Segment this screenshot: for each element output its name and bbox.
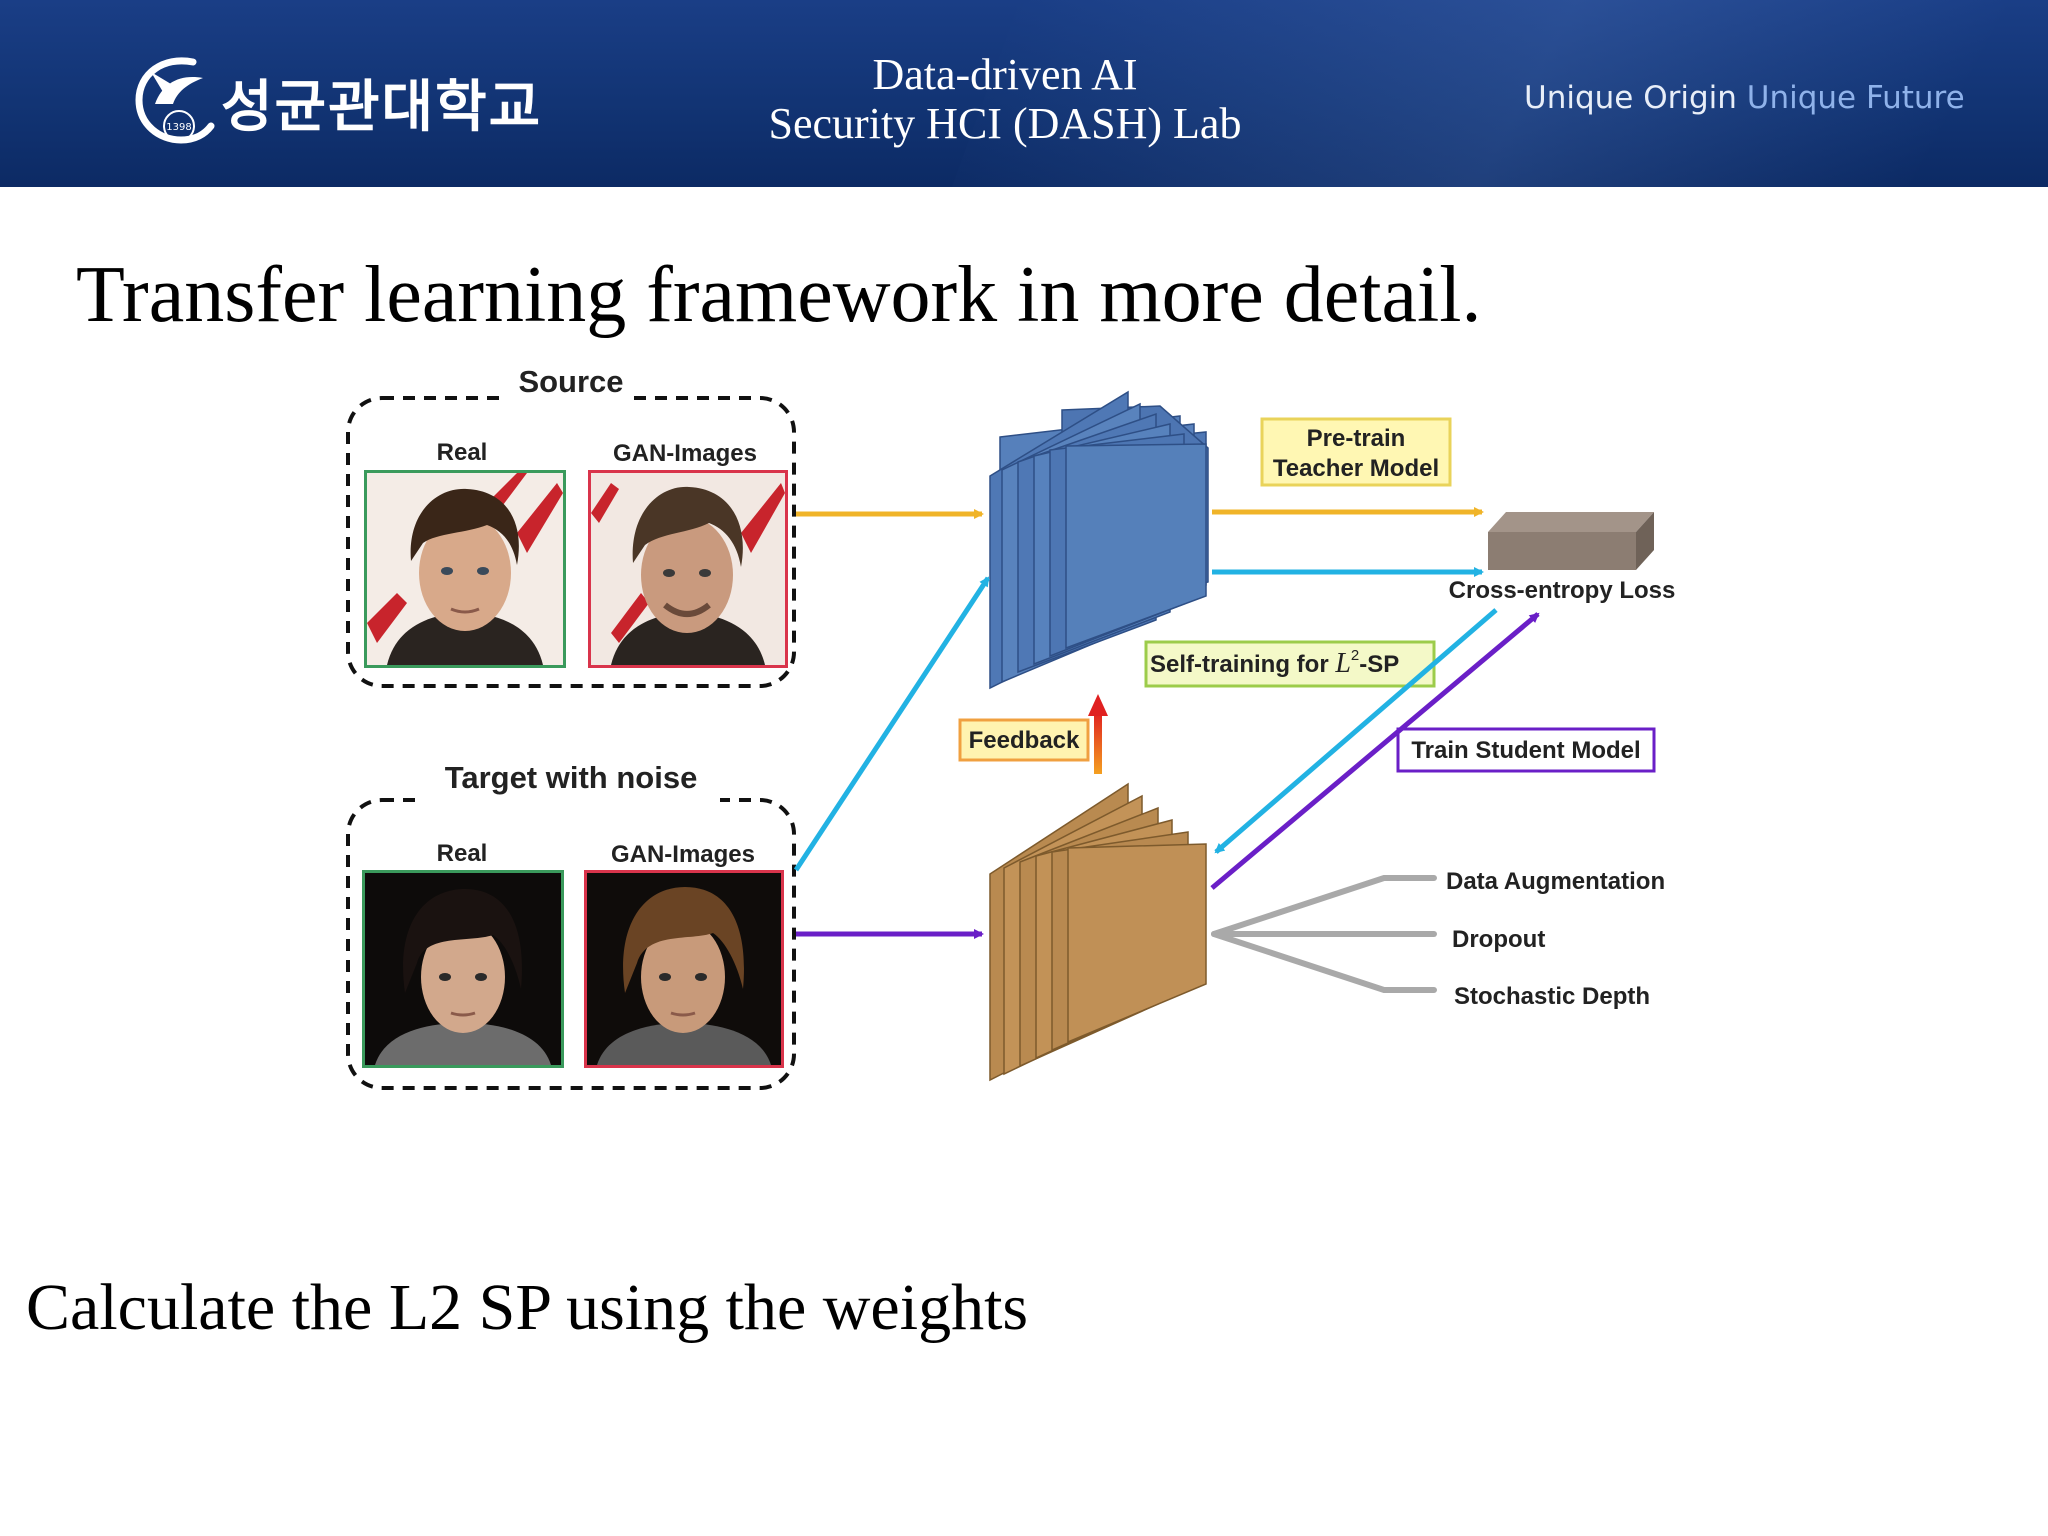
augmentation-branches — [1211, 875, 1437, 993]
augmentation-label-2: Stochastic Depth — [1454, 983, 1650, 1010]
target-real-face-image — [362, 870, 564, 1068]
loss-to-student-cyan-arrow — [1214, 608, 1498, 854]
augmentation-label-0: Data Augmentation — [1446, 868, 1665, 895]
pretrain-label-line1: Pre-train — [1307, 425, 1406, 452]
lab-title-line2: Security HCI (DASH) Lab — [768, 99, 1242, 148]
lab-title-line1: Data-driven AI — [872, 50, 1138, 99]
self-training-box — [1144, 640, 1436, 688]
university-logo: 1398 성균관대학교 — [133, 52, 553, 147]
source-real-face-image — [364, 470, 566, 668]
augmentation-label-1: Dropout — [1452, 926, 1545, 953]
university-name: 성균관대학교 — [221, 75, 543, 140]
loss-label: Cross-entropy Loss — [1449, 577, 1676, 604]
target-gan-label: GAN-Images — [611, 841, 755, 868]
source-title: Source — [518, 364, 623, 399]
header-banner: 1398 성균관대학교 Data-driven AI Security HCI … — [0, 0, 2048, 187]
student-model-layers — [989, 782, 1207, 1082]
pretrain-label-line2: Teacher Model — [1273, 455, 1439, 482]
feedback-box — [958, 718, 1090, 762]
self-training-label: Self-training for L2-SP — [1150, 647, 1399, 679]
pretrain-box — [1260, 417, 1452, 487]
slogan-part1: Unique Origin — [1524, 80, 1737, 116]
svg-text:1398: 1398 — [166, 122, 191, 133]
lab-title: Data-driven AI Security HCI (DASH) Lab — [650, 50, 1360, 148]
train-student-label: Train Student Model — [1411, 737, 1640, 764]
target-to-teacher-arrow — [793, 576, 991, 872]
student-to-loss-purple-arrow — [1210, 612, 1540, 890]
target-gan-face-image — [584, 870, 784, 1068]
slide-title: Transfer learning framework in more deta… — [76, 251, 1482, 339]
feedback-label: Feedback — [969, 727, 1080, 754]
source-gan-label: GAN-Images — [613, 440, 757, 467]
target-title: Target with noise — [445, 760, 698, 795]
slide-body-text: Calculate the L2 SP using the weights — [26, 1271, 1029, 1344]
train-student-box — [1396, 727, 1656, 773]
source-title-bg — [508, 366, 634, 400]
university-emblem-icon: 1398 — [135, 57, 215, 144]
source-real-label: Real — [437, 439, 488, 466]
feedback-arrow — [1088, 694, 1108, 774]
slogan-part2: Unique Future — [1746, 80, 1965, 116]
target-title-bg — [420, 762, 720, 802]
target-real-label: Real — [437, 840, 488, 867]
loss-block — [1488, 512, 1654, 570]
source-gan-face-image — [588, 470, 788, 668]
teacher-model-layers — [989, 390, 1209, 690]
slogan: Unique Origin Unique Future — [1524, 80, 1965, 116]
